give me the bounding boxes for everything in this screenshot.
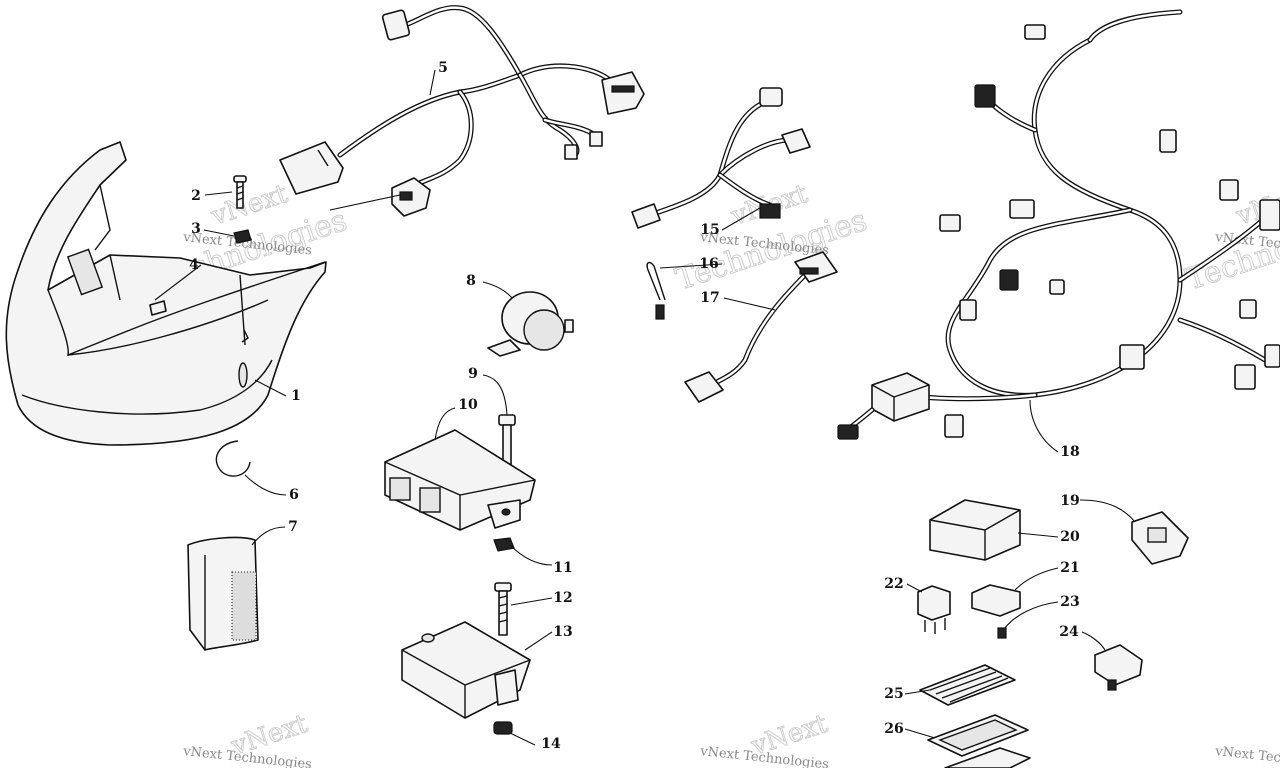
callout-25: 25	[884, 686, 903, 702]
callout-5: 5	[438, 60, 448, 76]
callout-6: 6	[289, 487, 299, 503]
harness-part-15	[631, 87, 811, 229]
gasket-part-26	[927, 714, 1031, 768]
callout-17: 17	[700, 290, 719, 306]
callout-labels: 1 2 3 4 5 6 7 8 9 10 11 12 13 14 15 16 1…	[189, 60, 1080, 752]
callout-12: 12	[553, 590, 572, 606]
grommet-part-14	[493, 721, 513, 735]
callout-26: 26	[884, 721, 903, 737]
callout-19: 19	[1060, 493, 1079, 509]
callout-9: 9	[468, 366, 478, 382]
watermark-small: vNext Technologies	[1214, 744, 1280, 768]
callout-4: 4	[189, 257, 199, 273]
callout-2: 2	[191, 188, 201, 204]
callout-23: 23	[1060, 594, 1079, 610]
module-part-13	[401, 621, 531, 719]
callout-11: 11	[553, 560, 572, 576]
leader-lines	[154, 69, 1136, 746]
callout-20: 20	[1060, 529, 1080, 545]
label-plate-part-25	[919, 664, 1016, 706]
callout-8: 8	[466, 273, 476, 289]
callout-1: 1	[291, 388, 301, 404]
fuse-holder-part-24	[1094, 644, 1143, 691]
clamp-part-16	[646, 261, 666, 320]
bolt-part-12	[494, 582, 512, 636]
callout-3: 3	[191, 221, 201, 237]
control-module-part-10	[384, 429, 536, 531]
callout-22: 22	[884, 576, 903, 592]
nut-clip-part-11	[493, 537, 515, 552]
callout-13: 13	[553, 624, 572, 640]
clamp-ring-part-6	[215, 440, 251, 477]
relay-part-21	[971, 584, 1021, 617]
harness-part-5	[279, 5, 645, 217]
fuse-cover-part-20	[929, 499, 1021, 561]
connector-part-19	[1131, 511, 1189, 565]
callout-16: 16	[699, 256, 718, 272]
callout-7: 7	[288, 519, 298, 535]
sleeve-part-7	[187, 536, 259, 651]
callout-18: 18	[1060, 444, 1079, 460]
buzzer-part-8	[487, 291, 574, 357]
screw-part-2	[233, 175, 247, 209]
fuse-part-23	[997, 627, 1007, 639]
headlight-housing	[5, 141, 327, 446]
bracket-part-4	[149, 300, 167, 316]
relay-part-22	[917, 585, 951, 634]
harness-part-18	[837, 9, 1280, 440]
callout-14: 14	[541, 736, 561, 752]
callout-24: 24	[1059, 624, 1079, 640]
callout-10: 10	[458, 397, 478, 413]
callout-21: 21	[1060, 560, 1079, 576]
callout-15: 15	[700, 222, 719, 238]
harness-part-17	[684, 251, 838, 403]
clip-part-3	[233, 229, 252, 244]
